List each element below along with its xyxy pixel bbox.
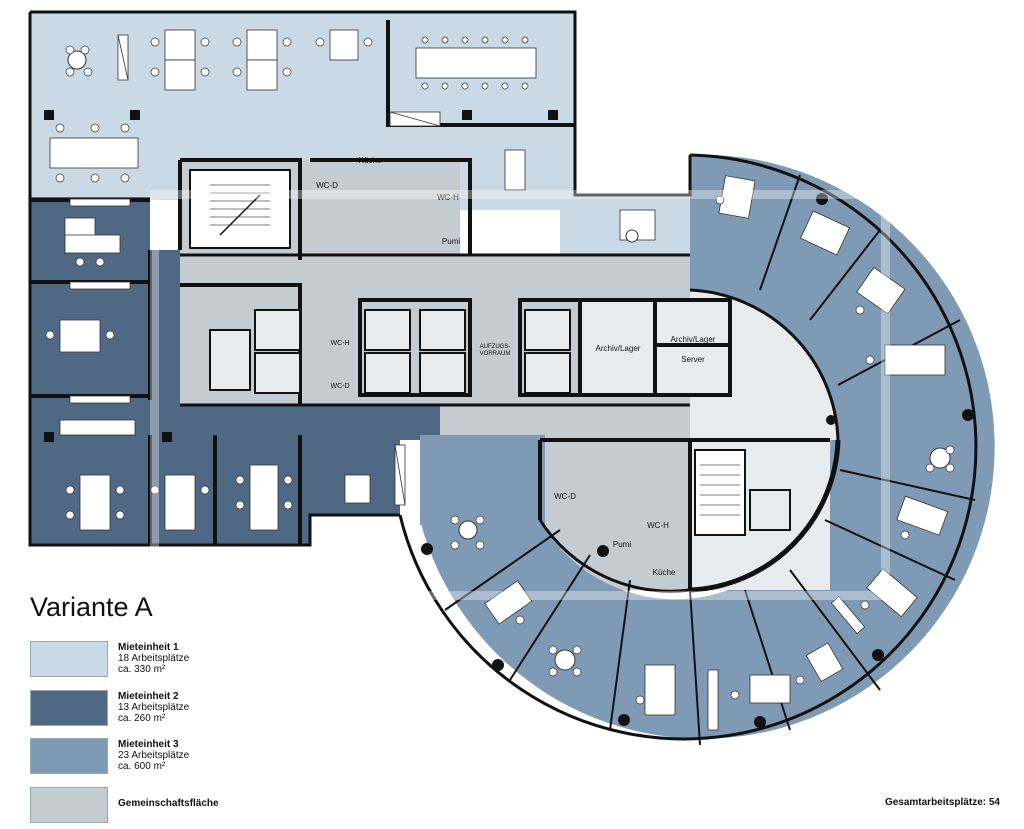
- room-label-aufzug-line2: VORRAUM: [480, 351, 511, 357]
- legend-item-unit-1: Mieteinheit 1 18 Arbeitsplätze ca. 330 m…: [30, 641, 450, 677]
- outer-walls: [28, 10, 978, 741]
- legend-seats-unit-3: 23 Arbeitsplätze: [118, 750, 190, 761]
- elevators: [209, 309, 791, 531]
- room-label-kueche-bottom: Küche: [653, 568, 676, 577]
- legend-name-common: Gemeinschaftsfläche: [118, 798, 219, 809]
- room-label-aufzug-line1: AUFZUGS-: [480, 344, 511, 350]
- legend-name-unit-1: Mieteinheit 1: [118, 642, 179, 653]
- room-label-wc-d-mid: WC-D: [330, 383, 349, 390]
- columns: [44, 110, 974, 728]
- legend-item-unit-3: Mieteinheit 3 23 Arbeitsplätze ca. 600 m…: [30, 738, 450, 774]
- room-label-server: Server: [681, 355, 705, 364]
- legend-item-unit-2: Mieteinheit 2 13 Arbeitsplätze ca. 260 m…: [30, 690, 450, 726]
- room-label-archiv-2: Archiv/Lager: [671, 335, 716, 344]
- storage-cabinets: [69, 34, 866, 731]
- legend-swatch-unit-3: [30, 738, 108, 774]
- plan-title: Variante A: [30, 592, 153, 622]
- room-label-pumi-bottom: Pumi: [613, 540, 631, 549]
- legend-area-unit-3: ca. 600 m²: [118, 761, 166, 772]
- room-label-archiv-1: Archiv/Lager: [596, 344, 641, 353]
- desks: [49, 29, 949, 716]
- chairs: [45, 36, 955, 705]
- room-label-kueche-top: Küche: [359, 156, 382, 165]
- legend-seats-unit-1: 18 Arbeitsplätze: [118, 653, 190, 664]
- room-label-wc-d-bottom: WC-D: [554, 492, 576, 501]
- legend-swatch-common: [30, 787, 108, 823]
- round-tables: [67, 50, 951, 671]
- legend-seats-unit-2: 13 Arbeitsplätze: [118, 702, 190, 713]
- room-label-pumi-top: Pumi: [442, 237, 460, 246]
- room-label-wc-d-top: WC-D: [316, 181, 338, 190]
- legend-name-unit-2: Mieteinheit 2: [118, 691, 179, 702]
- legend-swatch-unit-1: [30, 641, 108, 677]
- room-label-wc-h-top: WC-H: [437, 193, 459, 202]
- stair-core-bottom: [694, 449, 746, 536]
- legend-item-common: Gemeinschaftsfläche: [30, 787, 450, 823]
- room-labels: Küche WC-D WC-H Pumi WC-H WC-D AUFZUGS- …: [316, 156, 716, 577]
- total-workplaces: Gesamtarbeitsplätze: 54: [884, 797, 1000, 808]
- room-label-wc-h-bottom: WC-H: [647, 521, 669, 530]
- legend-area-unit-2: ca. 260 m²: [118, 713, 166, 724]
- radial-walls: [444, 174, 976, 746]
- legend-area-unit-1: ca. 330 m²: [118, 664, 166, 675]
- room-label-wc-h-mid: WC-H: [330, 340, 349, 347]
- stair-core-top: [189, 169, 291, 249]
- legend-name-unit-3: Mieteinheit 3: [118, 739, 179, 750]
- legend-swatch-unit-2: [30, 690, 108, 726]
